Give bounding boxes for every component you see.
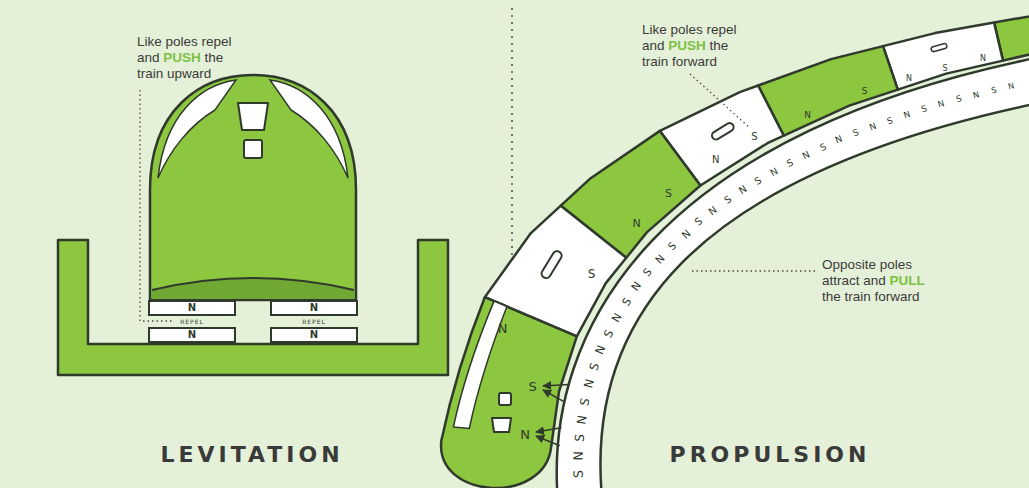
repel-label: REPEL: [302, 319, 326, 325]
train-window: [244, 140, 262, 158]
train-stripe: [270, 80, 348, 178]
train-front-car: [441, 297, 577, 488]
train-window: [540, 249, 563, 279]
track-pole-letter: N: [572, 451, 585, 461]
propulsion-illustration: [441, 8, 1029, 488]
train-window: [710, 122, 735, 141]
leader-line: [692, 270, 815, 271]
callout-text: Opposite poles attract and PULL the trai…: [822, 257, 946, 305]
train-underside: [152, 278, 354, 299]
train-window: [238, 103, 268, 130]
pole-letter: N: [310, 330, 318, 340]
train-pole-letter: S: [862, 87, 868, 96]
magnet-box: N: [148, 300, 236, 316]
track-pole-letter: S: [572, 470, 585, 478]
train-pole-letter: S: [942, 65, 947, 73]
leader-line: [690, 74, 750, 128]
magnet-box: N: [270, 327, 358, 343]
train-car: [883, 23, 1003, 90]
pole-letter: N: [310, 303, 318, 313]
train-car: [758, 46, 898, 136]
train-body: [150, 75, 356, 300]
train-pole-letter: N: [498, 322, 508, 335]
attraction-arrow: [543, 390, 565, 402]
pole-letter: N: [188, 303, 196, 313]
train-pole-letter: N: [520, 427, 530, 440]
attraction-arrow: [543, 385, 569, 387]
leader-line: [140, 90, 172, 321]
train-pole-letter: S: [528, 379, 536, 392]
train-pole-letter: N: [980, 55, 986, 63]
train-pole-letter: S: [751, 132, 757, 142]
train-window: [931, 43, 948, 52]
attraction-arrow: [536, 436, 560, 446]
pole-letter: N: [188, 330, 196, 340]
train-pole-letter: N: [633, 217, 641, 228]
callout-text: Like poles repel and PUSH the train upwa…: [137, 34, 249, 82]
attraction-arrow: [536, 428, 561, 432]
repel-label: REPEL: [180, 319, 204, 325]
magnet-box: N: [270, 300, 358, 316]
train-stripe: [453, 301, 507, 428]
train-window: [492, 418, 511, 432]
train-pole-letter: N: [906, 75, 912, 83]
magnet-box: N: [148, 327, 236, 343]
track-pole-letter: S: [573, 433, 586, 442]
panel-title: LEVITATION: [160, 444, 343, 466]
train-underside-line: [152, 278, 354, 290]
train-pole-letter: S: [588, 268, 596, 280]
train-pole-letter: N: [804, 110, 811, 119]
train-pole-letter: N: [712, 155, 719, 165]
train-stripe: [158, 80, 236, 178]
train-pole-letter: S: [665, 188, 672, 199]
callout-text: Like poles repel and PUSH the train forw…: [642, 22, 754, 70]
panel-title: PROPULSION: [670, 444, 871, 466]
train-window: [499, 393, 511, 405]
track-pole-letter: N: [575, 414, 588, 425]
